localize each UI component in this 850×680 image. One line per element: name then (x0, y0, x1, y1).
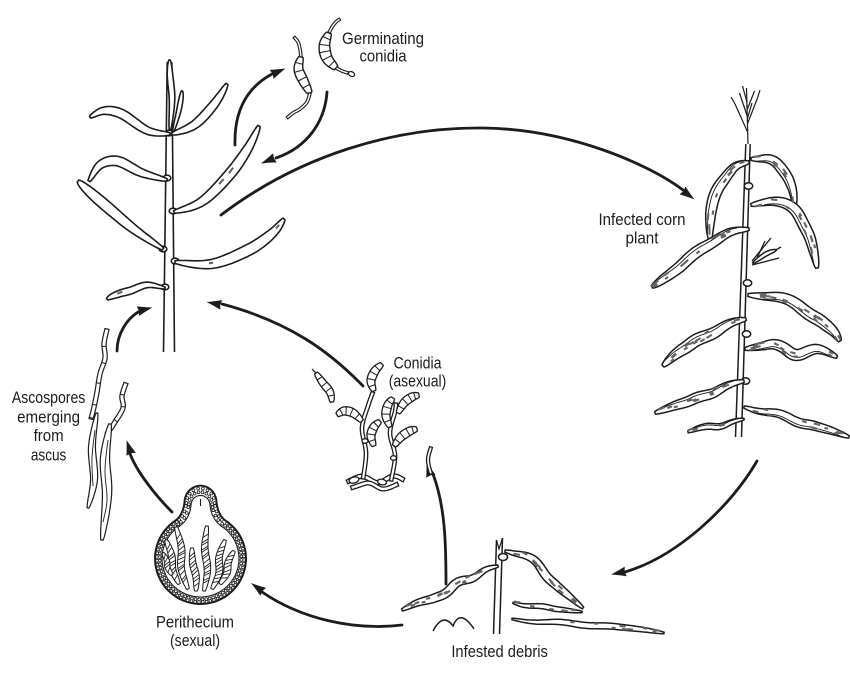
svg-text:Perithecium: Perithecium (156, 614, 234, 632)
svg-text:Infested debris: Infested debris (451, 643, 548, 661)
svg-text:ascus: ascus (31, 446, 67, 464)
svg-text:conidia: conidia (360, 48, 408, 66)
svg-text:Ascospores: Ascospores (12, 389, 86, 407)
svg-text:Germinating: Germinating (342, 30, 424, 48)
svg-text:Infected corn: Infected corn (599, 211, 686, 229)
svg-text:from: from (34, 427, 64, 445)
svg-text:emerging: emerging (17, 409, 80, 427)
svg-text:(asexual): (asexual) (389, 373, 447, 391)
svg-text:Conidia: Conidia (394, 354, 443, 372)
svg-text:plant: plant (626, 229, 659, 247)
svg-text:(sexual): (sexual) (170, 632, 220, 650)
